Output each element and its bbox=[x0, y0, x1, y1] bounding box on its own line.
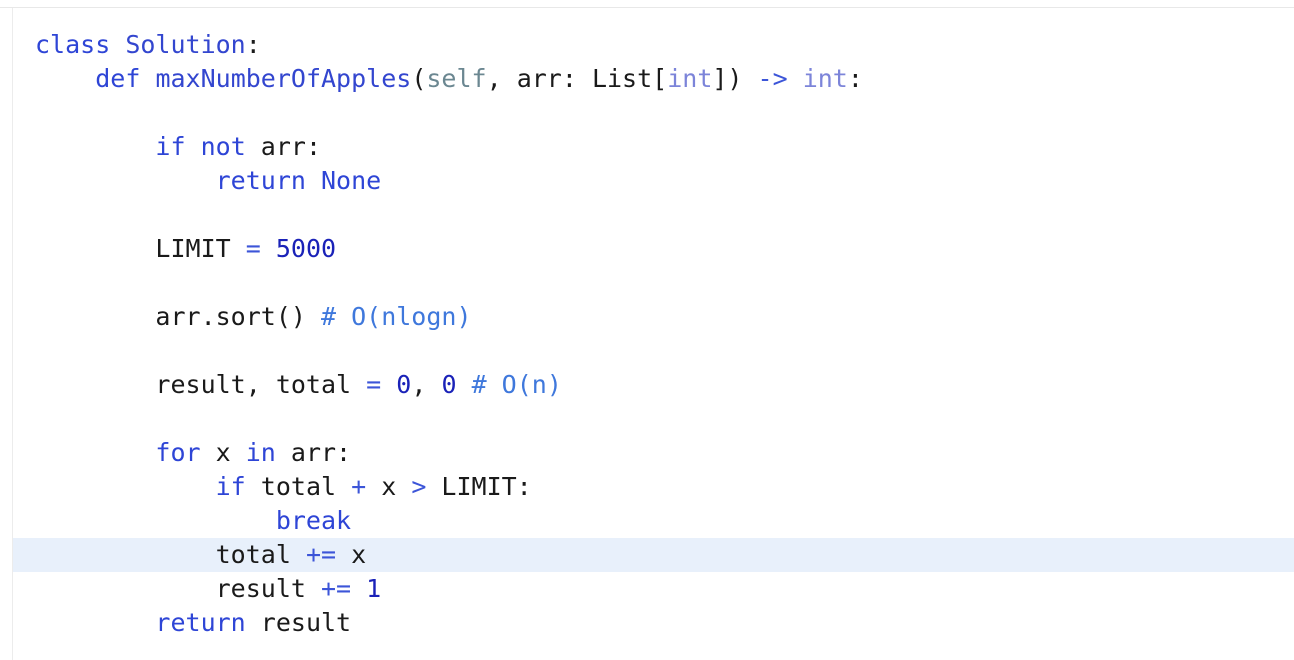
code-token: not bbox=[200, 132, 246, 161]
code-token: 5000 bbox=[275, 234, 337, 263]
gutter-border bbox=[12, 8, 13, 660]
code-line[interactable]: if total + x > LIMIT: bbox=[13, 470, 1294, 504]
code-token: LIMIT: bbox=[426, 472, 532, 501]
code-token: -> bbox=[757, 64, 788, 93]
code-line[interactable] bbox=[13, 198, 1294, 232]
code-editor[interactable]: class Solution: def maxNumberOfApples(se… bbox=[13, 28, 1294, 640]
code-token bbox=[306, 166, 321, 195]
code-token: : bbox=[847, 64, 863, 93]
code-token bbox=[35, 166, 216, 195]
code-token: > bbox=[411, 472, 427, 501]
code-token: result bbox=[35, 574, 321, 603]
code-token bbox=[186, 132, 201, 161]
code-token: if bbox=[155, 132, 186, 161]
code-token bbox=[35, 438, 155, 467]
code-token: total bbox=[35, 540, 306, 569]
code-line[interactable]: break bbox=[13, 504, 1294, 538]
code-token: , bbox=[411, 370, 442, 399]
code-line[interactable] bbox=[13, 96, 1294, 130]
code-token: # O(n) bbox=[471, 370, 562, 399]
code-line[interactable]: return None bbox=[13, 164, 1294, 198]
code-token bbox=[788, 64, 803, 93]
code-line-active[interactable]: total += x bbox=[13, 538, 1294, 572]
code-token: x bbox=[336, 540, 367, 569]
code-token bbox=[35, 64, 95, 93]
code-token: if bbox=[215, 472, 246, 501]
code-token: + bbox=[351, 472, 367, 501]
code-token bbox=[35, 506, 276, 535]
code-token: in bbox=[245, 438, 276, 467]
code-token bbox=[110, 30, 125, 59]
code-token bbox=[261, 234, 276, 263]
code-line[interactable]: LIMIT = 5000 bbox=[13, 232, 1294, 266]
code-token: arr: bbox=[245, 132, 322, 161]
code-token: x bbox=[200, 438, 246, 467]
code-token: total bbox=[245, 472, 352, 501]
code-token bbox=[381, 370, 396, 399]
code-token: ]) bbox=[712, 64, 758, 93]
code-token: += bbox=[320, 574, 352, 603]
code-line[interactable] bbox=[13, 334, 1294, 368]
code-token: arr: bbox=[275, 438, 352, 467]
code-line[interactable]: def maxNumberOfApples(self, arr: List[in… bbox=[13, 62, 1294, 96]
code-token bbox=[35, 608, 155, 637]
code-token bbox=[457, 370, 472, 399]
code-token: = bbox=[366, 370, 382, 399]
top-border bbox=[0, 0, 1294, 8]
code-line[interactable]: if not arr: bbox=[13, 130, 1294, 164]
code-token bbox=[140, 64, 155, 93]
code-token: break bbox=[275, 506, 352, 535]
code-token: arr.sort() bbox=[35, 302, 321, 331]
code-token: result bbox=[245, 608, 352, 637]
code-token: return bbox=[155, 608, 246, 637]
code-token: = bbox=[245, 234, 261, 263]
code-token: return bbox=[215, 166, 306, 195]
code-token: self bbox=[426, 64, 487, 93]
code-line[interactable]: class Solution: bbox=[13, 28, 1294, 62]
code-line[interactable] bbox=[13, 402, 1294, 436]
code-token: Solution bbox=[125, 30, 246, 59]
code-token: def bbox=[95, 64, 141, 93]
code-line[interactable]: result, total = 0, 0 # O(n) bbox=[13, 368, 1294, 402]
code-token: int bbox=[667, 64, 713, 93]
code-token bbox=[35, 472, 216, 501]
code-token: 1 bbox=[366, 574, 382, 603]
code-line[interactable] bbox=[13, 266, 1294, 300]
code-line[interactable]: return result bbox=[13, 606, 1294, 640]
code-line[interactable]: for x in arr: bbox=[13, 436, 1294, 470]
code-token: , arr: List[ bbox=[486, 64, 668, 93]
code-token: 0 bbox=[441, 370, 457, 399]
code-token: x bbox=[366, 472, 412, 501]
code-token bbox=[35, 132, 155, 161]
code-token: += bbox=[305, 540, 337, 569]
code-token: ( bbox=[411, 64, 427, 93]
code-token: for bbox=[155, 438, 201, 467]
code-token: class bbox=[35, 30, 111, 59]
code-token: # O(nlogn) bbox=[320, 302, 472, 331]
code-token: maxNumberOfApples bbox=[155, 64, 412, 93]
code-line[interactable]: result += 1 bbox=[13, 572, 1294, 606]
code-line[interactable]: arr.sort() # O(nlogn) bbox=[13, 300, 1294, 334]
code-token: None bbox=[321, 166, 382, 195]
code-token: : bbox=[245, 30, 261, 59]
code-token: 0 bbox=[396, 370, 412, 399]
code-token: LIMIT bbox=[35, 234, 246, 263]
code-token: int bbox=[802, 64, 848, 93]
code-token bbox=[351, 574, 366, 603]
code-token: result, total bbox=[35, 370, 367, 399]
